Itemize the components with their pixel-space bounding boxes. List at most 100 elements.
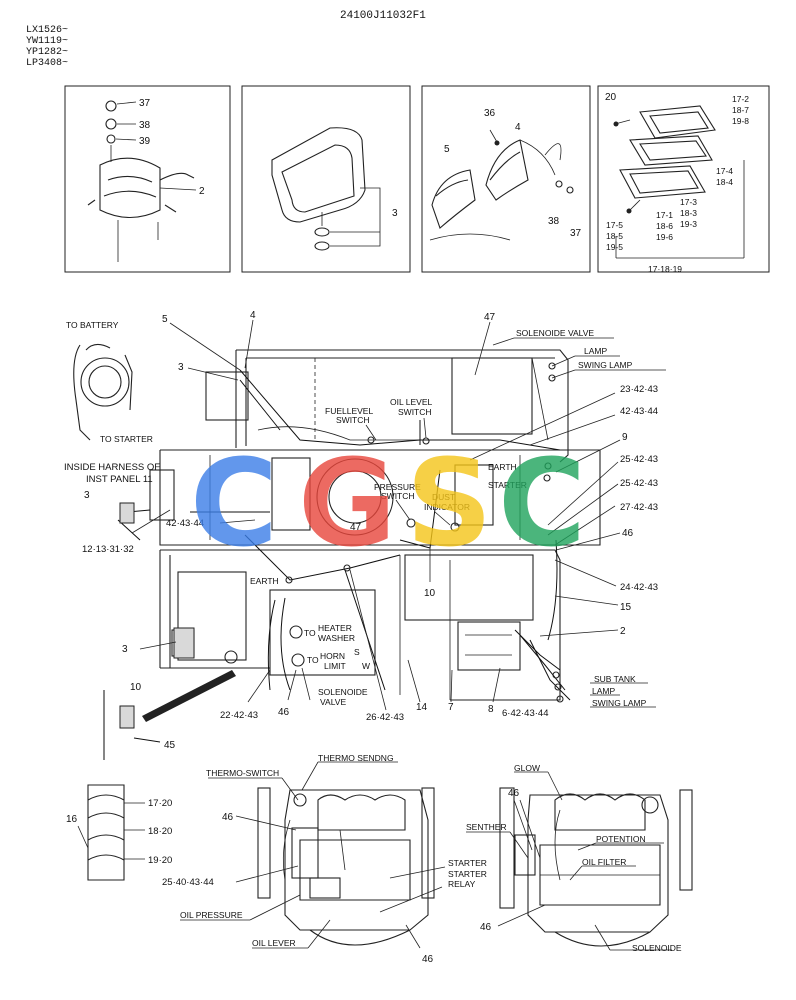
- label-lamp: LAMP: [584, 346, 607, 356]
- callout: 46: [278, 707, 290, 718]
- label-solenoide-valve: SOLENOIDE: [318, 687, 368, 697]
- callout: 17·18·19: [648, 264, 682, 274]
- callout: 14: [416, 702, 428, 713]
- callout: 3: [84, 490, 90, 501]
- callout: 12·13·31·32: [82, 544, 134, 555]
- callout: 9: [622, 432, 628, 443]
- label-oil-pressure: OIL PRESSURE: [180, 910, 243, 920]
- label-pressure-switch: PRESSURE: [374, 482, 421, 492]
- callout: 19-5: [606, 242, 623, 252]
- watermark-letter: C: [498, 435, 586, 574]
- label-swing-lamp: SWING LAMP: [578, 360, 633, 370]
- model-code: LP3408~: [26, 58, 68, 69]
- callout: 38: [548, 216, 560, 227]
- callout: 10: [130, 682, 142, 693]
- callout: 25·42·43: [620, 478, 658, 489]
- callout: 26·42·43: [366, 712, 404, 723]
- label-solenoide-valve: SOLENOIDE VALVE: [516, 328, 594, 338]
- label-to-battery: TO BATTERY: [66, 320, 119, 330]
- label-potention: POTENTION: [596, 834, 646, 844]
- watermark-letter: G: [298, 435, 397, 574]
- callout: 5: [444, 144, 450, 155]
- lamp-cover-drawing: [271, 127, 381, 251]
- label-starter-relay: RELAY: [448, 879, 476, 889]
- label-to-horn: TO: [307, 655, 319, 665]
- engine-left-drawing: [77, 784, 435, 946]
- callout: 17-2: [732, 94, 749, 104]
- panel-relay: [64, 85, 231, 273]
- label-s-limit: W: [362, 661, 370, 671]
- label-s-limit: LIMIT: [324, 661, 346, 671]
- callout: 19-6: [656, 232, 673, 242]
- label-to-heater-washer: TO: [304, 628, 316, 638]
- callout: 3: [122, 644, 128, 655]
- callout: 19·20: [148, 855, 172, 866]
- callout: 37: [570, 228, 582, 239]
- callout: 25·40·43·44: [162, 877, 214, 888]
- callout: 17·20: [148, 798, 172, 809]
- callout: 2: [620, 626, 626, 637]
- callout: 47: [350, 522, 362, 533]
- label-oil-level-switch: SWITCH: [398, 407, 432, 417]
- label-thermo-sending: THERMO SENDNG: [318, 753, 394, 763]
- callout: 24·42·43: [620, 582, 658, 593]
- lamp-assembly-drawing: [613, 105, 745, 259]
- label-sub-tank: SUB TANK: [594, 674, 636, 684]
- callout: 18-7: [732, 105, 749, 115]
- callout: 4: [250, 310, 256, 321]
- callout: 8: [488, 704, 494, 715]
- label-earth: EARTH: [250, 576, 279, 586]
- callout: 46: [422, 954, 434, 965]
- label-solenoide-valve: VALVE: [320, 697, 346, 707]
- label-dust-indicator: INDICATOR: [424, 502, 470, 512]
- callout: 5: [162, 314, 168, 325]
- callout: 4: [515, 122, 521, 133]
- label-earth: EARTH: [488, 462, 517, 472]
- callout: 36: [484, 108, 496, 119]
- callout: 17-1: [656, 210, 673, 220]
- battery-connection-drawing: [73, 343, 135, 524]
- callout: 20: [605, 92, 617, 103]
- leader-lines: [180, 761, 446, 949]
- watermark-logo: C G S C: [190, 435, 586, 574]
- callout: 25·42·43: [620, 454, 658, 465]
- label-senther: SENTHER: [466, 822, 507, 832]
- watermark-letter: C: [190, 435, 278, 574]
- label-starter: STARTER: [488, 480, 527, 490]
- harness-connector: [173, 627, 195, 659]
- label-dust-indicator: DUST: [432, 492, 455, 502]
- callout: 46: [480, 922, 492, 933]
- callout: 46: [508, 788, 520, 799]
- label-oil-filter: OIL FILTER: [582, 857, 626, 867]
- leader-lines: [466, 771, 672, 951]
- model-code: LX1526~: [26, 25, 68, 36]
- relay-drawing: [87, 100, 197, 262]
- label-to-horn: HORN: [320, 651, 345, 661]
- callout: 17-4: [716, 166, 733, 176]
- callout: 15: [620, 602, 632, 613]
- callout: 18-4: [716, 177, 733, 187]
- callout: 46: [222, 812, 234, 823]
- callout: 16: [66, 814, 78, 825]
- callout: 27·42·43: [620, 502, 658, 513]
- arrow-pointer: [142, 670, 236, 722]
- label-starter-relay: STARTER: [448, 869, 487, 879]
- label-swing-lamp: SWING LAMP: [592, 698, 647, 708]
- callout: 2: [199, 186, 205, 197]
- callout: 42·43·44: [166, 518, 204, 529]
- callout: 46: [622, 528, 634, 539]
- model-code: YP1282~: [26, 47, 68, 58]
- callout: 45: [164, 740, 176, 751]
- part-number: 24100J11032F1: [340, 10, 426, 22]
- callout: 10: [424, 588, 436, 599]
- callout: 3: [178, 362, 184, 373]
- leader-lines: [131, 319, 666, 711]
- callout: 18-5: [606, 231, 623, 241]
- callout: 18-6: [656, 221, 673, 231]
- label-oil-level-switch: OIL LEVEL: [390, 397, 432, 407]
- label-glow: GLOW: [514, 763, 540, 773]
- callout: 47: [484, 312, 496, 323]
- label-inst-panel: INST PANEL 11: [86, 474, 153, 485]
